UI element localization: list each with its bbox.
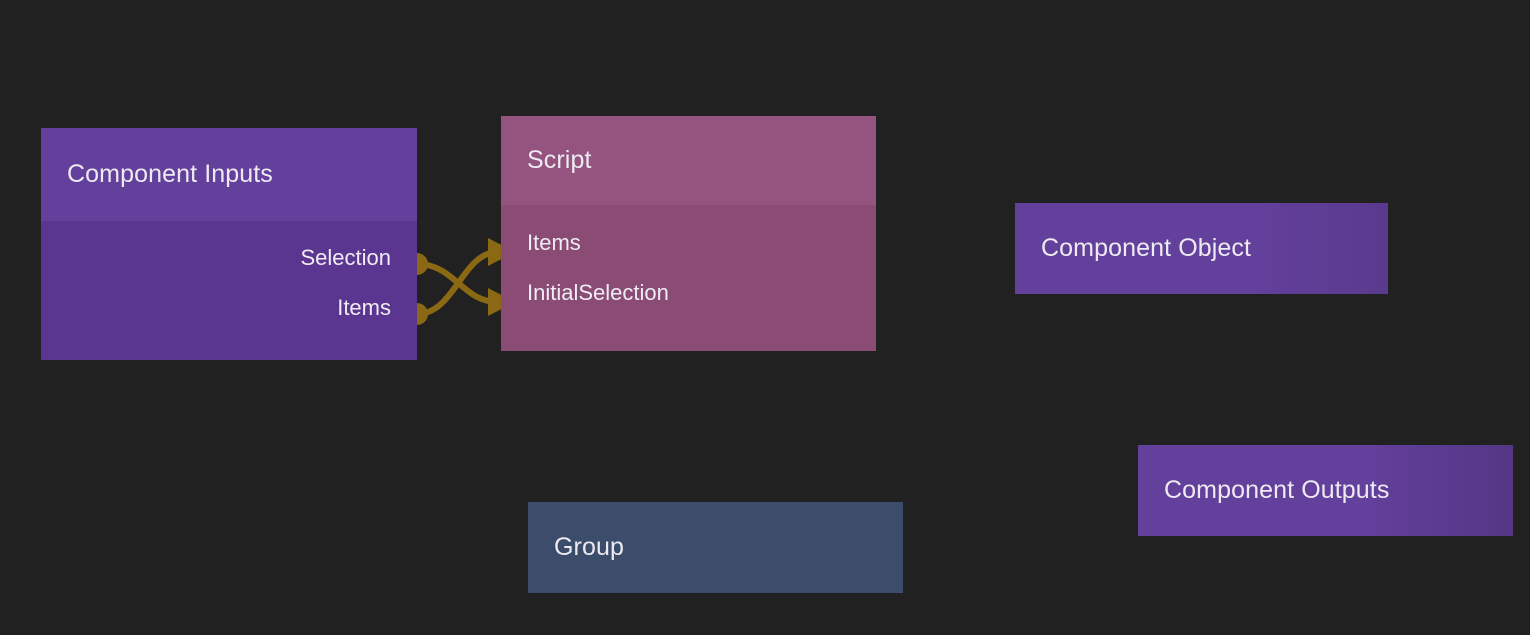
- node-script-title: Script: [527, 146, 592, 174]
- node-component-outputs-header[interactable]: Component Outputs: [1138, 445, 1513, 536]
- node-script-header[interactable]: Script: [501, 116, 876, 205]
- output-port-items[interactable]: Items: [337, 295, 391, 321]
- output-port-selection-label: Selection: [300, 245, 391, 270]
- node-script[interactable]: Script Items InitialSelection: [501, 116, 876, 351]
- input-port-items-label: Items: [527, 230, 581, 255]
- node-component-object-title: Component Object: [1041, 234, 1252, 262]
- wire-items-to-items: [414, 249, 501, 317]
- node-component-object-header[interactable]: Component Object: [1015, 203, 1388, 294]
- node-component-outputs[interactable]: Component Outputs: [1138, 445, 1513, 536]
- node-group-header[interactable]: Group: [528, 502, 903, 593]
- node-component-outputs-title: Component Outputs: [1164, 476, 1390, 504]
- input-port-items[interactable]: Items: [527, 230, 581, 256]
- output-port-items-label: Items: [337, 295, 391, 320]
- node-component-inputs-body: Selection Items: [41, 221, 417, 360]
- node-component-inputs-title: Component Inputs: [67, 160, 273, 188]
- wire-selection-to-initialselection: [414, 261, 501, 305]
- input-port-initialselection[interactable]: InitialSelection: [527, 280, 669, 306]
- node-component-inputs[interactable]: Component Inputs Selection Items: [41, 128, 417, 360]
- output-port-selection[interactable]: Selection: [300, 245, 391, 271]
- node-component-inputs-header[interactable]: Component Inputs: [41, 128, 417, 221]
- node-script-body: Items InitialSelection: [501, 205, 876, 351]
- node-component-object[interactable]: Component Object: [1015, 203, 1388, 294]
- input-port-initialselection-label: InitialSelection: [527, 280, 669, 305]
- node-group-title: Group: [554, 533, 624, 561]
- node-group[interactable]: Group: [528, 502, 903, 593]
